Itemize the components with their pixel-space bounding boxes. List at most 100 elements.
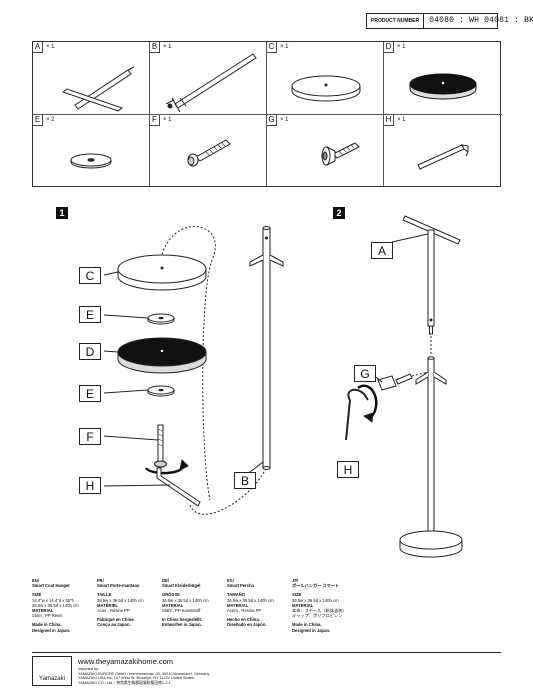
part-letter: A bbox=[33, 42, 43, 53]
material-label: MATERIAL bbox=[32, 608, 54, 614]
part-letter: F bbox=[150, 115, 160, 126]
spec-jp: JP/ ポールハンガー スマート SIZE 36.5w x 36.5d x 14… bbox=[292, 578, 362, 633]
pole-with-hooks-icon bbox=[165, 53, 257, 113]
size-value: 36.5w x 36.5d x 140h cm bbox=[292, 597, 339, 603]
part-quantity: × 1 bbox=[280, 117, 289, 123]
product-number-box: PRODUCT NUMBER 04080 : WH 04081 : BK bbox=[366, 13, 533, 29]
lang-code: JP/ bbox=[292, 578, 299, 583]
material-label: MATERIAL bbox=[292, 602, 314, 608]
product-number-value: 04080 : WH 04081 : BK bbox=[429, 16, 533, 25]
washer-icon bbox=[70, 153, 112, 169]
origin-made: Fabriqué en Chine. bbox=[97, 617, 135, 623]
origin-designed: Entworfen in Japan. bbox=[162, 622, 202, 628]
part-cell-f: F × 1 bbox=[150, 115, 267, 187]
origin-made: Made in China. bbox=[32, 622, 62, 628]
origin-made: Made in China. bbox=[292, 622, 322, 628]
part-letter: B bbox=[150, 42, 160, 53]
weight-plate-icon bbox=[409, 73, 477, 100]
part-cell-c: C × 1 bbox=[267, 42, 384, 115]
spec-de: DE/ Smart Kleiderbügel GRÖSSE 36.5w x 36… bbox=[162, 578, 232, 628]
product-name: Smart Coat Hanger bbox=[32, 583, 70, 589]
part-quantity: × 1 bbox=[163, 44, 172, 50]
part-quantity: × 1 bbox=[280, 44, 289, 50]
brand-name: Yamazaki bbox=[39, 676, 65, 682]
pole-b-assembled bbox=[427, 357, 435, 539]
part-cell-d: D × 1 bbox=[384, 42, 502, 115]
part-cell-e: E × 2 bbox=[33, 115, 150, 187]
hex-key-h bbox=[156, 467, 201, 507]
step-1-diagram bbox=[103, 225, 284, 515]
size-value: 14.4"w x 14.4"d x 55"h bbox=[32, 597, 74, 603]
material-label: MATÉRIEL bbox=[97, 602, 119, 608]
parts-grid: A × 1 B × 1 C × 1 bbox=[32, 41, 502, 187]
origin-made: In China hergestellt. bbox=[162, 617, 203, 623]
product-name: ポールハンガー スマート bbox=[292, 583, 340, 589]
address-usa: YAMAZAKI USA Inc. / 47 West St. Brooklyn… bbox=[78, 676, 194, 681]
part-quantity: × 1 bbox=[46, 44, 55, 50]
label-f: F bbox=[79, 428, 101, 445]
origin-designed: Designed in Japan. bbox=[292, 627, 331, 633]
base-plate-icon bbox=[291, 75, 361, 102]
product-name: Smart Porte-manteau bbox=[97, 583, 140, 589]
size-label: GRÖSSE bbox=[162, 592, 180, 598]
website: www.theyamazakihome.com bbox=[78, 657, 174, 666]
material-value: Stahl , PP Kunststoff bbox=[162, 608, 201, 614]
size-value: 36.5w x 36.5d x 140h cm bbox=[97, 597, 144, 603]
material-value-2: キャップ：ポリプロピレン bbox=[292, 613, 343, 619]
label-b: B bbox=[234, 472, 256, 489]
pole-a bbox=[427, 229, 435, 327]
part-quantity: × 1 bbox=[163, 117, 172, 123]
screw-icon bbox=[321, 142, 360, 166]
footer-divider bbox=[32, 652, 501, 653]
part-quantity: × 2 bbox=[46, 117, 55, 123]
origin-designed: Conçu au Japon. bbox=[97, 622, 131, 628]
label-e-top: E bbox=[79, 306, 101, 323]
part-letter: D bbox=[384, 42, 394, 53]
label-d: D bbox=[79, 343, 101, 360]
material-label: MATERIAL bbox=[162, 602, 184, 608]
product-name: Smart Percha bbox=[227, 583, 254, 589]
part-letter: H bbox=[384, 115, 394, 126]
label-a: A bbox=[371, 242, 393, 259]
size-label: TAMAÑO bbox=[227, 592, 246, 598]
material-value: Acier , Résine PP bbox=[97, 608, 130, 614]
step-1-badge: 1 bbox=[56, 207, 68, 219]
brand-logo: Yamazaki bbox=[32, 656, 72, 686]
part-cell-h: H × 1 bbox=[384, 115, 502, 187]
part-letter: C bbox=[267, 42, 277, 53]
importer-addresses: Imported by: YAMAZAKI EUROPE GmbH / Imme… bbox=[78, 667, 278, 685]
part-quantity: × 1 bbox=[397, 117, 406, 123]
product-name: Smart Kleiderbügel bbox=[162, 583, 201, 589]
address-japan: YAMAZAKI CO., Ltd. / 奈良県生駒郡斑鳩町龍田南1-1-1 bbox=[78, 680, 171, 685]
label-c: C bbox=[79, 267, 101, 284]
label-h-step2: H bbox=[337, 461, 359, 478]
material-value: Steel , PP Resin bbox=[32, 613, 63, 619]
label-h: H bbox=[79, 477, 101, 494]
material-label: MATERIAL bbox=[227, 602, 249, 608]
origin-designed: Designed in Japan. bbox=[32, 627, 71, 633]
spec-en: EN/ Smart Coat Hanger SIZE 14.4"w x 14.4… bbox=[32, 578, 102, 633]
step-2-diagram bbox=[345, 215, 463, 558]
address-europe: YAMAZAKI EUROPE GmbH / Immermannstr. 33,… bbox=[78, 671, 210, 676]
label-e-bottom: E bbox=[79, 385, 101, 402]
size-label: SIZE bbox=[292, 592, 302, 598]
origin-designed: Diseñado en Japón. bbox=[227, 622, 267, 628]
part-quantity: × 1 bbox=[397, 44, 406, 50]
lang-code: DE/ bbox=[162, 578, 169, 583]
size-value-metric: 36.5w x 36.5d x 140h cm bbox=[32, 602, 79, 608]
part-cell-g: G × 1 bbox=[267, 115, 384, 187]
size-value: 36.5w x 36.5d x 140h cm bbox=[162, 597, 209, 603]
part-letter: E bbox=[33, 115, 43, 126]
bolt-icon bbox=[187, 139, 231, 167]
lang-code: ES/ bbox=[227, 578, 234, 583]
label-g: G bbox=[354, 365, 376, 382]
material-value: Acero , Resina PP bbox=[227, 608, 262, 614]
lang-code: FR/ bbox=[97, 578, 104, 583]
part-letter: G bbox=[267, 115, 277, 126]
lang-code: EN/ bbox=[32, 578, 39, 583]
size-value: 36.5w x 36.5d x 140h cm bbox=[227, 597, 274, 603]
spec-fr: FR/ Smart Porte-manteau TAILLE 36.5w x 3… bbox=[97, 578, 167, 628]
origin-made: Hecho en China. bbox=[227, 617, 260, 623]
pole-with-crossbar-icon bbox=[61, 66, 135, 112]
material-value: 本体：スチール（粉体塗装） bbox=[292, 608, 347, 614]
